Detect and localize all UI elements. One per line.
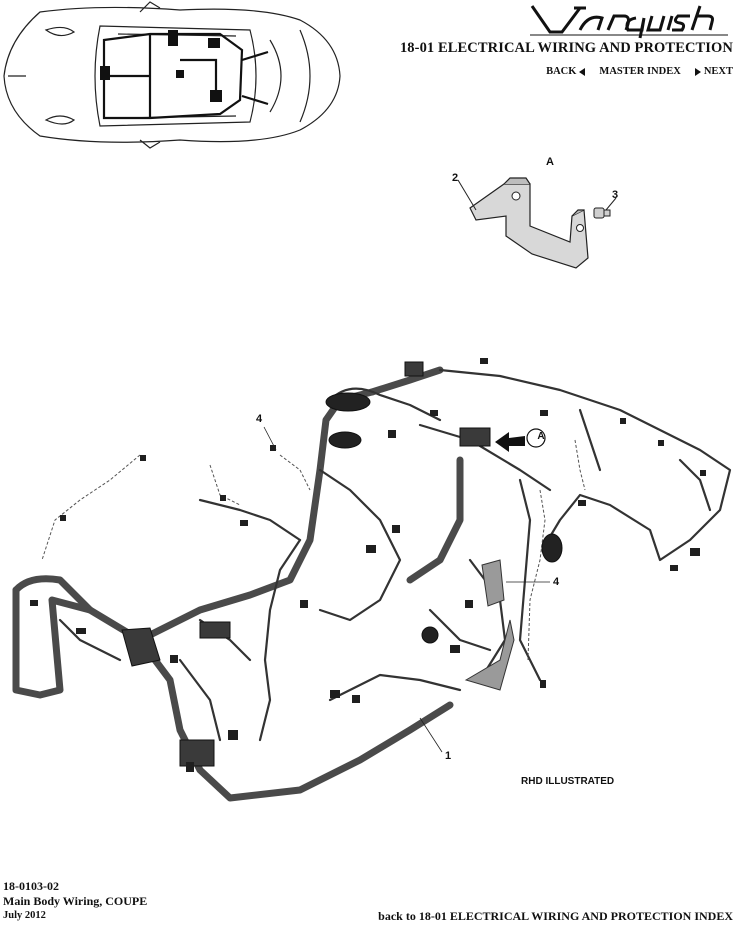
navigation-bar: BACK MASTER INDEX NEXT xyxy=(546,66,733,77)
triangle-left-icon xyxy=(579,67,586,76)
document-code: 18-0103-02 xyxy=(3,879,59,893)
callout-part-2: 2 xyxy=(452,172,459,184)
vanquish-logo xyxy=(530,5,728,39)
detail-label: A xyxy=(546,156,554,168)
bracket-illustration xyxy=(457,177,617,269)
document-description: Main Body Wiring, COUPE xyxy=(3,894,148,908)
triangle-right-icon xyxy=(694,67,701,76)
callout-part-4-left: 4 xyxy=(256,413,263,425)
car-overview-illustration xyxy=(3,1,341,149)
rhd-illustrated-note: RHD ILLUSTRATED xyxy=(521,776,615,787)
back-link[interactable]: BACK xyxy=(546,66,586,77)
arrow-label: A xyxy=(537,431,545,442)
view-arrow-icon xyxy=(495,428,546,452)
back-label: BACK xyxy=(546,66,577,77)
next-link[interactable]: NEXT xyxy=(694,66,733,77)
callout-part-3: 3 xyxy=(612,189,619,201)
callout-part-1: 1 xyxy=(445,750,452,762)
callout-part-4-right: 4 xyxy=(553,576,560,588)
main-harness-illustration xyxy=(12,358,732,802)
master-index-link[interactable]: MASTER INDEX xyxy=(599,66,681,77)
back-to-index-link[interactable]: back to 18-01 ELECTRICAL WIRING AND PROT… xyxy=(378,909,733,923)
section-title: 18-01 ELECTRICAL WIRING AND PROTECTION xyxy=(399,40,733,56)
document-date: July 2012 xyxy=(3,910,46,921)
next-label: NEXT xyxy=(703,66,733,77)
